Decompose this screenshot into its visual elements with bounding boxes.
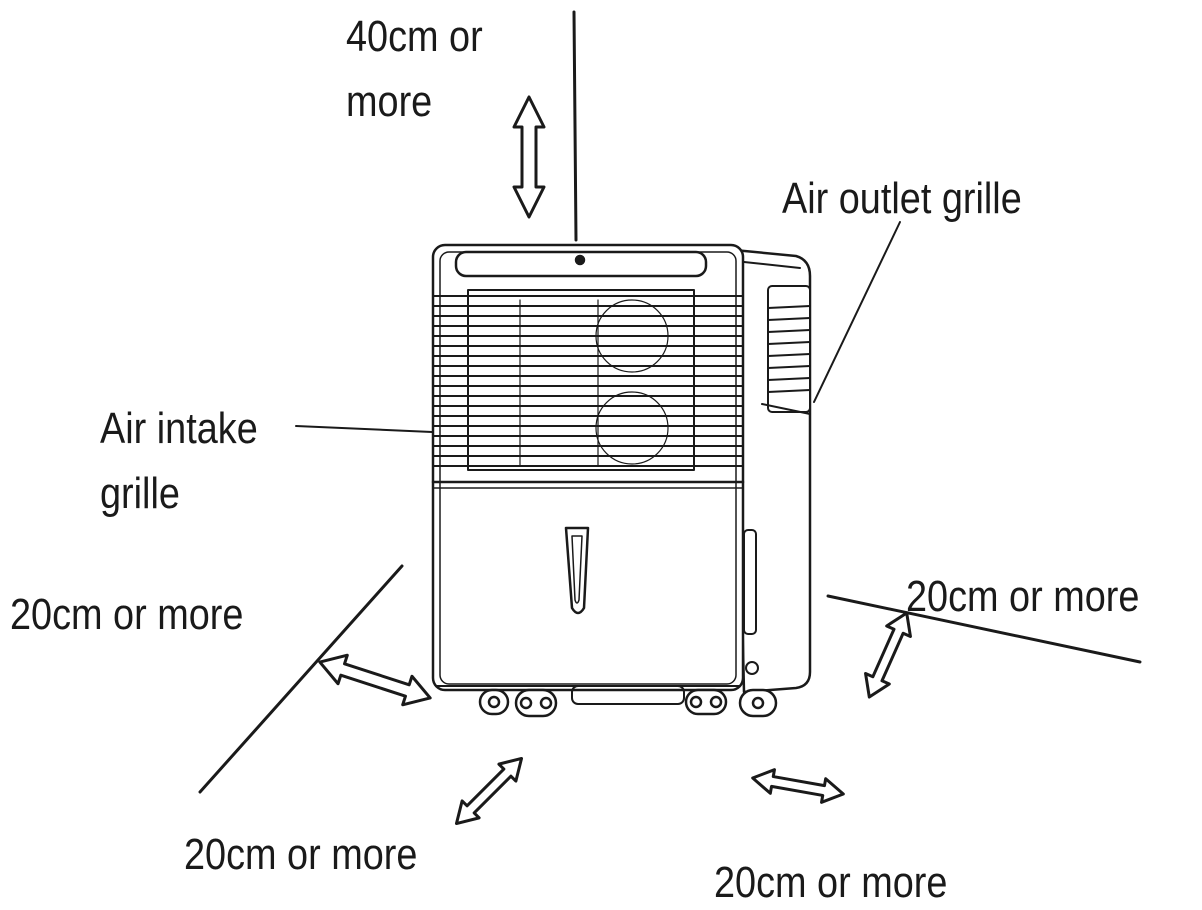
- front-left-clearance-arrow: [454, 756, 524, 826]
- air-outlet-grille-label: Air outlet grille: [782, 174, 1022, 223]
- top-clearance-label-line2: more: [346, 77, 433, 126]
- air-intake-grille-label-line2: grille: [100, 469, 180, 518]
- front-intake-grille: [432, 289, 744, 471]
- top-handle: [454, 250, 708, 278]
- front-right-clearance-arrow: [751, 768, 845, 804]
- left-clearance-label: 20cm or more: [10, 590, 244, 639]
- right-clearance-arrow: [864, 611, 912, 699]
- casters: [478, 688, 778, 718]
- front-right-clearance-label: 20cm or more: [714, 858, 948, 907]
- top-clearance-arrow: [512, 95, 546, 219]
- side-outlet-grille: [767, 285, 811, 413]
- left-wall-line: [198, 564, 404, 794]
- dehumidifier-unit: [431, 243, 812, 705]
- left-clearance-arrow: [318, 653, 432, 707]
- air-outlet-leader-line: [813, 221, 901, 403]
- right-clearance-label: 20cm or more: [906, 572, 1140, 621]
- top-clearance-line: [572, 10, 578, 242]
- bucket-handle: [564, 526, 590, 615]
- right-wall-line: [826, 594, 1142, 664]
- top-clearance-label-line1: 40cm or: [346, 12, 483, 61]
- front-left-clearance-label: 20cm or more: [184, 830, 418, 879]
- air-intake-leader-line: [295, 425, 433, 433]
- air-intake-grille-label-line1: Air intake: [100, 404, 258, 453]
